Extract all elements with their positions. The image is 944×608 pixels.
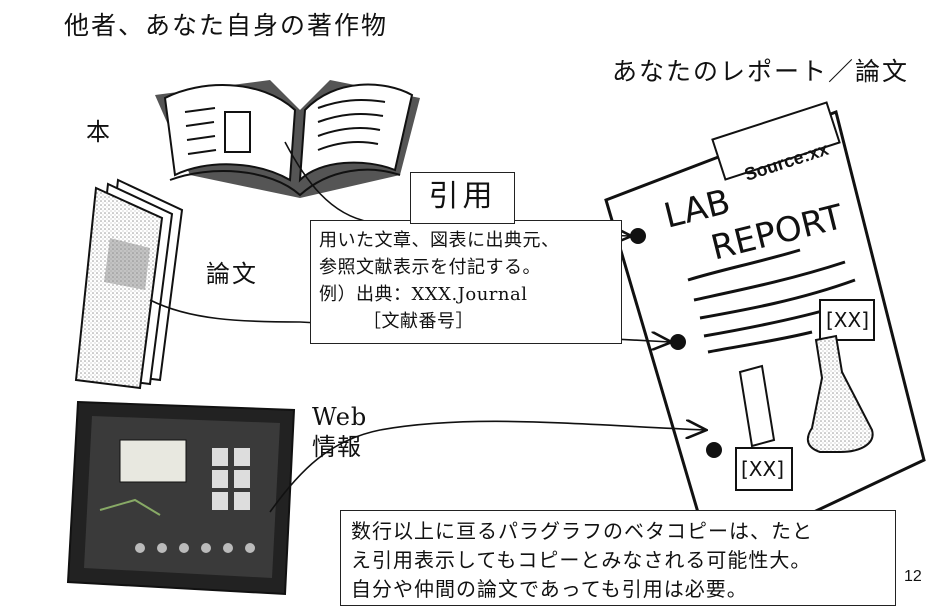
report-tag-2: [XX] [741,457,784,481]
paper-to-report-arrow [149,299,670,342]
label-web-line2: 情報 [312,433,362,461]
page-number: 12 [904,568,922,585]
tablet-icon [66,400,296,596]
warning-box: 数行以上に亘るパラグラフのベタコピーは、たと え引用表示してもコピーとみなされる… [340,510,896,606]
label-book: 本 [86,118,112,146]
label-paper: 論文 [206,260,258,288]
open-book-icon [155,80,420,198]
label-web-line1: Web [312,403,368,431]
warning-line-1: 数行以上に亘るパラグラフのベタコピーは、たと [351,519,813,543]
paper-stack-icon [74,178,184,390]
lab-report-icon [604,101,926,563]
quote-line-3: 例）出典：XXX.Journal [319,284,528,305]
quotation-box: 用いた文章、図表に出典元、 参照文献表示を付記する。 例）出典：XXX.Jour… [310,220,622,344]
quotation-title: 引用 [410,172,515,224]
report-tag-1: [XX] [826,308,869,332]
quote-line-2: 参照文献表示を付記する。 [319,257,541,278]
quote-line-1: 用いた文章、図表に出典元、 [319,230,560,251]
warning-line-3: 自分や仲間の論文であっても引用は必要。 [351,577,748,601]
label-web-info: Web 情報 [312,402,367,462]
warning-line-2: え引用表示してもコピーとみなされる可能性大。 [351,548,812,572]
title-your-report: あなたのレポート／論文 [612,57,910,86]
quote-line-4: ［文献番号］ [363,311,474,332]
web-to-report-arrow [269,421,705,513]
title-source-works: 他者、あなた自身の著作物 [64,11,389,40]
